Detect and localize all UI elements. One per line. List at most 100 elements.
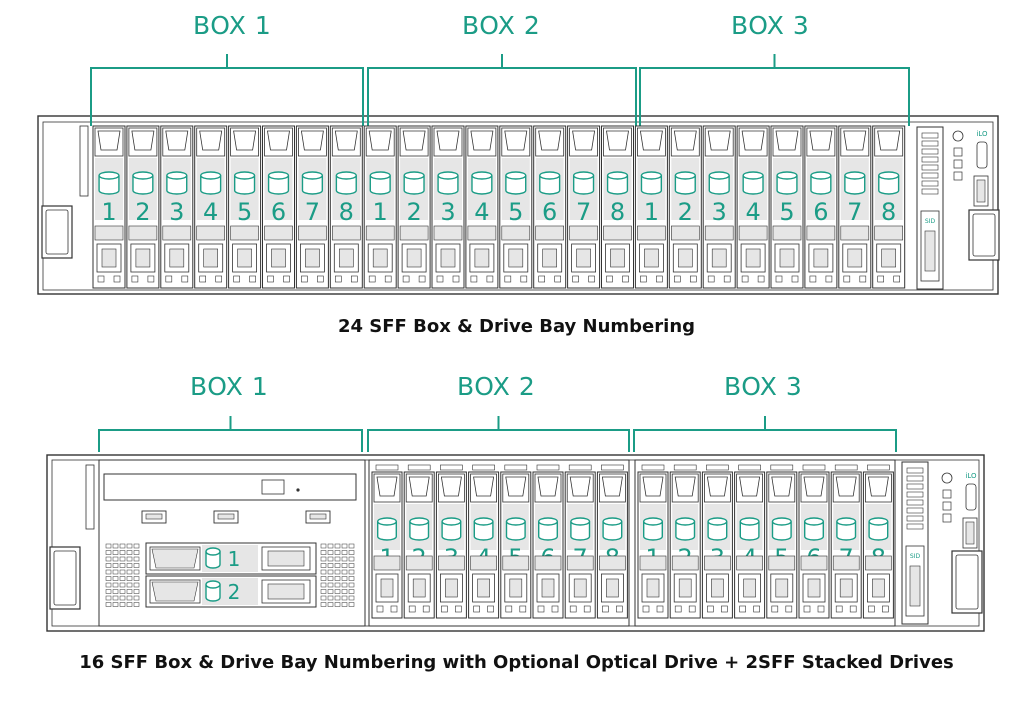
bottom-box-2-bay-8: 8: [596, 464, 628, 619]
drive-bay-pull-inner: [610, 248, 625, 268]
vent-hole: [341, 589, 348, 594]
drive-bay-led-right: [390, 605, 398, 613]
drive-bay-led-left: [504, 275, 512, 283]
drive-icon-top: [844, 171, 866, 180]
drive-bay-led-left: [233, 275, 240, 283]
drive-bay-latch: [706, 476, 728, 497]
top-box-3-bay-6: 6: [804, 125, 838, 289]
vent-hole: [334, 595, 341, 601]
drive-bay-led-left: [572, 275, 579, 283]
drive-bay-led-right: [616, 605, 623, 613]
drive-icon-body: [233, 175, 256, 195]
bottom-caption: 16 SFF Box & Drive Bay Numbering with Op…: [79, 652, 954, 673]
drive-bay-pull-inner: [779, 248, 795, 268]
vent-hole: [348, 550, 355, 555]
drive-icon-body: [804, 521, 824, 541]
drive-bay-led-right: [723, 275, 731, 283]
vent-hole: [126, 589, 133, 594]
vent-hole: [327, 556, 334, 562]
drive-icon-top: [643, 517, 664, 526]
drive-bay-pull-inner: [847, 248, 863, 268]
vent-hole: [133, 582, 140, 588]
drive-bay-led-left: [301, 275, 308, 283]
drive-bay-led-left: [775, 275, 783, 283]
vent-hole: [348, 589, 355, 594]
top-ilo-panel: iLO: [952, 130, 989, 207]
drive-bay-number: 1: [373, 198, 388, 226]
drive-bay-number: 2: [135, 198, 150, 226]
top-box-1-bay-1: 1: [92, 125, 126, 289]
drive-bay-led-left: [538, 275, 546, 283]
bottom-box-3-bay-4: 4: [734, 464, 766, 619]
drive-bay-latch: [473, 476, 495, 497]
drive-bay-led-right: [350, 275, 358, 283]
vent-hole: [126, 569, 133, 575]
drive-bay-vent: [230, 225, 259, 241]
top-box-2-bay-6: 6: [533, 125, 567, 289]
drive-bay-pull-inner: [509, 578, 523, 598]
drive-icon-body: [878, 175, 900, 195]
drive-bay-vent: [298, 225, 327, 241]
vent-hole: [105, 582, 112, 588]
drive-bay-number: 1: [228, 547, 241, 571]
vent-hole: [334, 556, 341, 562]
drive-bay-led-left: [602, 605, 609, 613]
drive-icon-body: [742, 175, 764, 195]
drive-bay-led-left: [642, 605, 650, 613]
drive-icon-body: [570, 521, 591, 541]
drive-icon-top: [878, 171, 900, 180]
drive-bay-led-right: [181, 275, 189, 283]
bottom-box-3-bay-8: 8: [862, 464, 894, 619]
bottom-box-3-bay-7: 7: [830, 464, 862, 619]
drive-bay-latch: [436, 130, 460, 151]
drive-icon-body: [810, 175, 832, 195]
drive-bay-led-left: [199, 275, 206, 283]
bottom-box-1-bay-1: 1: [145, 542, 317, 575]
vent-hole: [105, 543, 112, 549]
drive-bay-pull-inner: [101, 248, 117, 268]
top-box-2-bracket: [367, 54, 637, 126]
usb-port-right-icon-slot: [309, 513, 327, 520]
vent-hole: [327, 563, 334, 568]
drive-bay-led-right: [283, 275, 290, 283]
drive-bay-icon: [844, 171, 866, 195]
drive-bay-led-left: [803, 605, 811, 613]
drive-bay-icon: [200, 171, 222, 195]
drive-bay-led: [770, 464, 794, 471]
drive-bay-led-right: [384, 275, 392, 283]
front-panel-led: [906, 475, 924, 482]
vent-hole: [105, 569, 112, 575]
drive-bay-led-right: [825, 275, 833, 283]
drive-bay-led: [601, 464, 624, 471]
top-box-1-bay-5: 5: [228, 125, 262, 289]
drive-bay-pull-inner: [305, 248, 320, 268]
drive-bay-pull-inner: [440, 248, 456, 268]
drive-bay-pull-inner: [646, 578, 660, 598]
drive-bay-led: [504, 464, 528, 471]
drive-bay-vent: [405, 555, 433, 571]
drive-icon-body: [602, 521, 623, 541]
health-led-icon: [953, 159, 963, 169]
drive-bay-led-right: [520, 275, 528, 283]
drive-icon-body: [640, 175, 663, 195]
drive-bay-pull-inner: [477, 578, 490, 598]
drive-icon-body: [844, 175, 866, 195]
drive-bay-led-left: [537, 605, 545, 613]
vent-hole: [119, 569, 126, 575]
drive-bay-number: 3: [440, 198, 455, 226]
box-bracket-line: [633, 429, 897, 452]
drive-bay-icon: [640, 171, 663, 195]
drive-bay-led-right: [757, 275, 765, 283]
drive-bay-led-left: [868, 605, 875, 613]
drive-bay-led-right: [418, 275, 426, 283]
drive-bay-number: 8: [339, 198, 354, 226]
drive-icon-top: [335, 171, 357, 180]
drive-bay-number: 6: [542, 198, 557, 226]
drive-icon-body: [166, 175, 188, 195]
vent-hole: [126, 543, 133, 549]
drive-bay-led-right: [551, 605, 559, 613]
drive-bay-vent: [704, 225, 734, 241]
drive-bay-led-left: [835, 605, 843, 613]
drive-bay-pull-inner: [508, 248, 524, 268]
optical-drive: [103, 473, 357, 501]
